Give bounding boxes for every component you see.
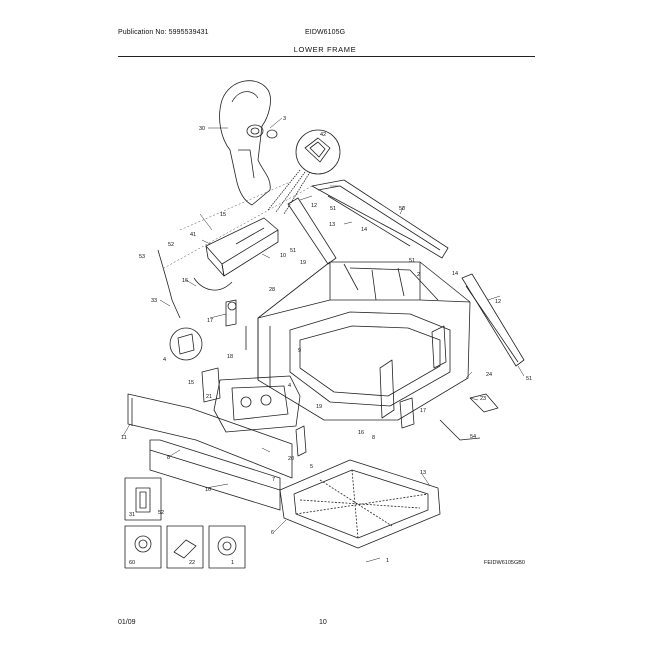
callout: 52 [168,242,174,248]
callout: 2 [417,272,420,278]
callout: 15 [188,380,194,386]
callout: 20 [288,456,294,462]
callout: 10 [205,487,211,493]
callout: 7 [272,477,275,483]
callout: 19 [300,260,306,266]
callout: 14 [361,227,367,233]
part-rail-12-left [287,197,337,265]
publication-number: Publication No: 5995539431 [118,29,209,36]
callout: 11 [121,435,127,441]
callout: 24 [486,372,492,378]
callout: 4 [163,357,166,363]
inset-part-22-left [166,525,204,569]
part-rail-12-right [461,273,525,367]
section-title: LOWER FRAME [293,45,357,54]
callout: 10 [280,253,286,259]
callout: 28 [269,287,275,293]
part-17-right [399,397,415,429]
callout: 6 [271,530,274,536]
part-detail-42 [295,129,341,175]
inset-part-31 [124,477,162,521]
callout: 16 [182,278,188,284]
inset-part-22-right [208,525,246,569]
callout: 1 [386,558,389,564]
part-kickpanel-9 [127,393,293,511]
callout: 23 [480,396,486,402]
callout: 12 [495,299,501,305]
callout: 9 [298,348,301,354]
callout: 41 [190,232,196,238]
callout: 42 [320,132,326,138]
callout: 51 [330,206,336,212]
callout: 60 [129,560,135,566]
callout: 1 [231,560,234,566]
callout: 16 [358,430,364,436]
part-tub-frame [245,261,471,421]
callout: 54 [470,434,476,440]
callout: 3 [283,116,286,122]
callout: 18 [227,354,233,360]
callout: 33 [151,298,157,304]
callout: 52 [158,510,164,516]
part-rail-50 [311,179,449,259]
callout: 31 [129,512,135,518]
part-pump-assembly [201,367,301,433]
callout: 50 [399,206,405,212]
footer-date: 01/09 [118,619,136,626]
callout: 8 [167,455,170,461]
part-basetray-13 [279,459,441,549]
part-box-41 [205,217,279,277]
callout: 12 [311,203,317,209]
callout: 13 [420,470,426,476]
callout: 53 [139,254,145,260]
callout: 30 [199,126,205,132]
header-rule [118,56,535,57]
callout: 19 [316,404,322,410]
callout: 51 [290,248,296,254]
callout: 17 [420,408,426,414]
callout: 13 [329,222,335,228]
callout: 5 [310,464,313,470]
callout: 15 [220,212,226,218]
callout-labels: 30 3 42 50 12 12 15 41 52 13 14 14 51 51… [121,116,532,566]
inset-part-60 [124,525,162,569]
callout: 51 [409,258,415,264]
callout: 17 [207,318,213,324]
callout: 8 [372,435,375,441]
part-hose-53 [157,249,181,319]
model-number: EIDW6105G [305,29,346,36]
part-duct [219,80,278,206]
diagram-code: FEIDW6105GB0 [484,560,525,566]
page-number: 10 [319,619,327,626]
part-detail-4 [169,327,203,361]
callout: 21 [206,394,212,400]
callout: 51 [526,376,532,382]
callout: 22 [189,560,195,566]
callout: 14 [452,271,458,277]
callout: 4 [288,383,291,389]
